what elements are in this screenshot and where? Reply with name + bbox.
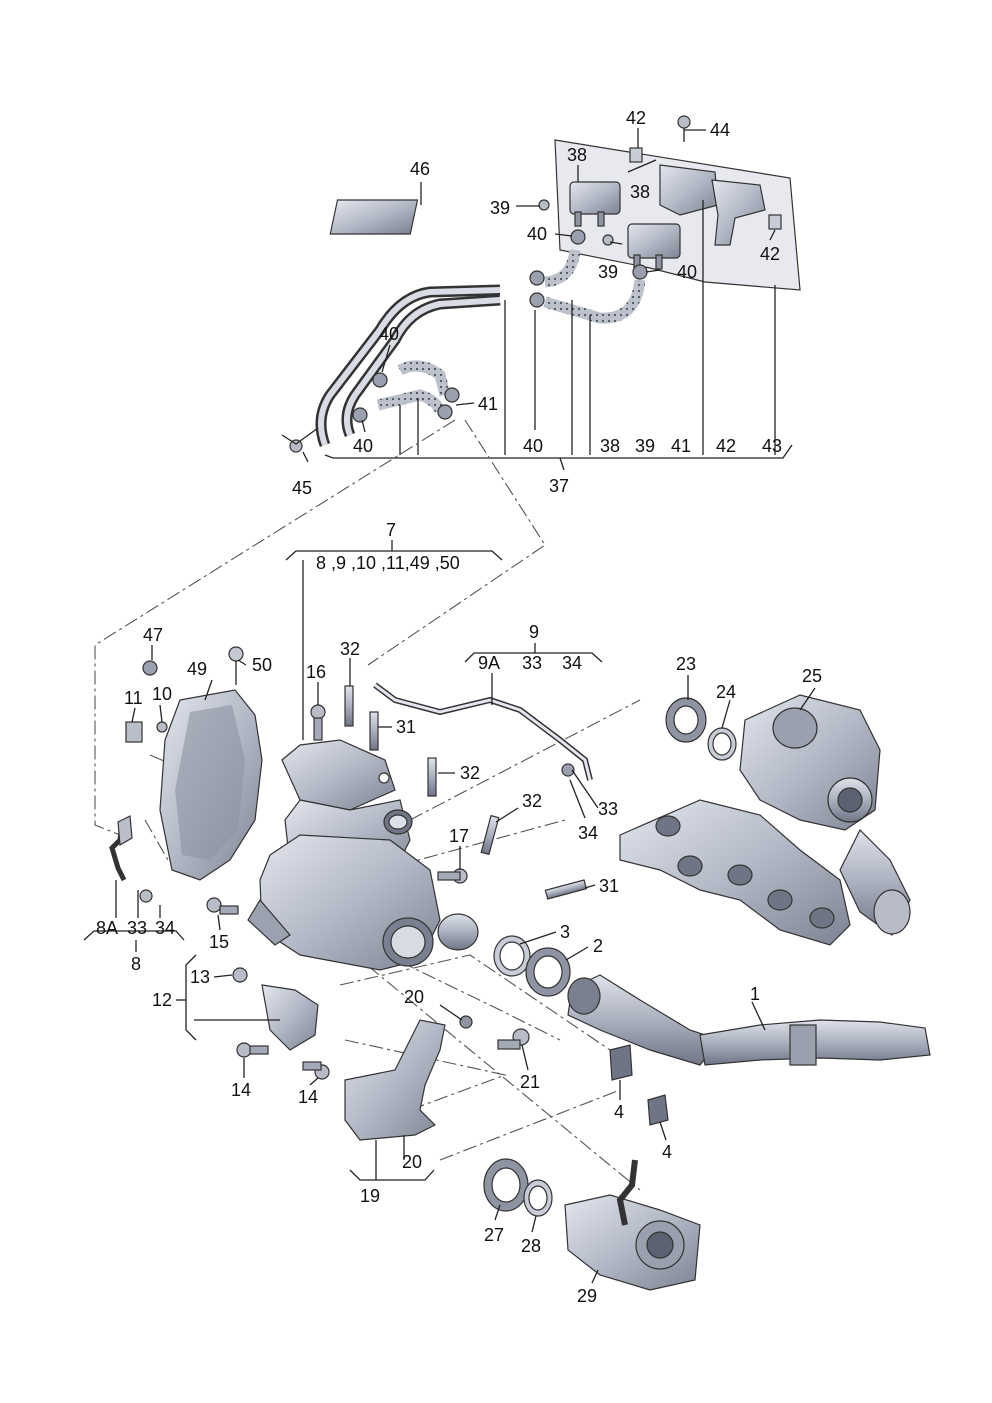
label-17: 17 <box>449 826 469 846</box>
leader-lines-top <box>281 128 793 471</box>
label-50: 50 <box>252 655 272 675</box>
mounting-bolts <box>139 704 468 915</box>
label-38: 38 <box>567 145 587 165</box>
label-40: 40 <box>523 436 543 456</box>
sensor-bracket-plate <box>554 139 801 291</box>
pressure-pipe <box>373 682 593 781</box>
label-14: 14 <box>231 1080 251 1100</box>
callout-labels: 44 42 38 38 46 39 40 39 40 42 40 41 40 4… <box>96 108 822 1306</box>
label-38: 38 <box>630 182 650 202</box>
label-25: 25 <box>802 666 822 686</box>
label-31: 31 <box>396 717 416 737</box>
label-41: 41 <box>478 394 498 414</box>
label-44: 44 <box>710 120 730 140</box>
label-42: 42 <box>760 244 780 264</box>
label-42: 42 <box>626 108 646 128</box>
label-37: 37 <box>549 476 569 496</box>
label-13: 13 <box>190 967 210 987</box>
vacuum-hoses <box>315 249 646 447</box>
label-33: 33 <box>598 799 618 819</box>
label-15: 15 <box>209 932 229 952</box>
label-11: 11 <box>124 688 143 708</box>
label-39: 39 <box>490 198 510 218</box>
label-7: 7 <box>386 520 396 540</box>
label-8a: 8A <box>96 918 118 938</box>
egr-cooler <box>564 1159 701 1291</box>
label-39: 39 <box>598 262 618 282</box>
label-32: 32 <box>340 639 360 659</box>
label-33: 33 <box>522 653 542 673</box>
pressure-sensor-upper <box>569 181 621 227</box>
label-40: 40 <box>677 262 697 282</box>
label-9: 9 <box>529 622 539 642</box>
label-24: 24 <box>716 682 736 702</box>
pressure-sensor-lower <box>627 223 681 270</box>
bracket-12 <box>232 967 330 1080</box>
label-28: 28 <box>521 1236 541 1256</box>
label-4: 4 <box>662 1142 672 1162</box>
label-9a: 9A <box>478 653 500 673</box>
label-23: 23 <box>676 654 696 674</box>
clamps-and-gaskets <box>483 697 737 1217</box>
label-19: 19 <box>360 1186 380 1206</box>
label-47: 47 <box>143 625 163 645</box>
label-40: 40 <box>353 436 373 456</box>
label-12: 12 <box>152 990 172 1010</box>
label-34: 34 <box>155 918 175 938</box>
exhaust-temp-sensors <box>344 685 588 900</box>
label-1: 1 <box>750 984 760 1004</box>
hose-clamps <box>352 229 648 423</box>
label-2: 2 <box>593 936 603 956</box>
front-exhaust-pipe <box>567 974 931 1126</box>
hose-clip-small <box>329 147 782 235</box>
label-45: 45 <box>292 478 312 498</box>
label-32: 32 <box>522 791 542 811</box>
label-43: 43 <box>762 436 782 456</box>
label-10: 10 <box>152 684 172 704</box>
label-27: 27 <box>484 1225 504 1245</box>
bracket-8a <box>109 815 133 882</box>
label-20: 20 <box>402 1152 422 1172</box>
label-33: 33 <box>127 918 147 938</box>
label-4: 4 <box>614 1102 624 1122</box>
heat-shield <box>125 646 263 881</box>
label-46: 46 <box>410 159 430 179</box>
label-41: 41 <box>671 436 691 456</box>
leader-lines-lower <box>83 540 816 1284</box>
label-34: 34 <box>578 823 598 843</box>
label-31: 31 <box>599 876 619 896</box>
label-16: 16 <box>306 662 326 682</box>
label-38: 38 <box>600 436 620 456</box>
label-7-group: 8 ,9 ,10 ,11,49 ,50 <box>316 553 460 573</box>
label-49: 49 <box>187 659 207 679</box>
label-34: 34 <box>562 653 582 673</box>
label-8: 8 <box>131 954 141 974</box>
label-29: 29 <box>577 1286 597 1306</box>
turbocharger-manifold <box>619 694 911 946</box>
label-3: 3 <box>560 922 570 942</box>
catalytic-converter <box>247 739 479 971</box>
label-39: 39 <box>635 436 655 456</box>
label-14: 14 <box>298 1087 318 1107</box>
label-20: 20 <box>404 987 424 1007</box>
label-40: 40 <box>527 224 547 244</box>
label-32: 32 <box>460 763 480 783</box>
label-40: 40 <box>379 324 399 344</box>
label-21: 21 <box>520 1072 540 1092</box>
support-bracket-19 <box>344 1015 530 1141</box>
label-42: 42 <box>716 436 736 456</box>
